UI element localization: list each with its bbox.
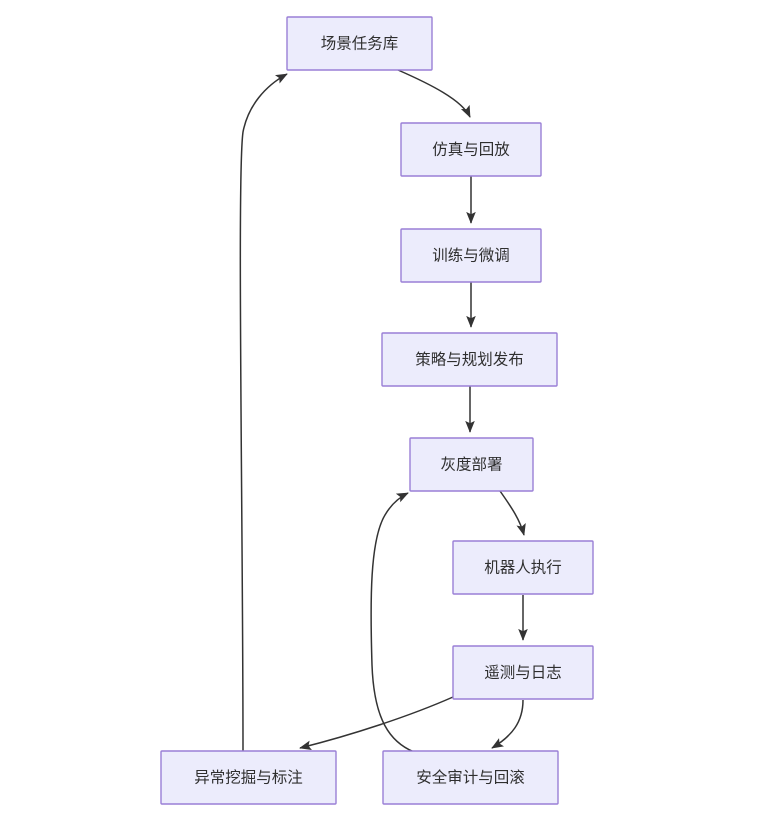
node-train[interactable]: 训练与微调 xyxy=(400,228,542,283)
edge-anomaly-to-scenario xyxy=(239,73,288,752)
node-robot-label: 机器人执行 xyxy=(484,559,562,577)
edge-scenario-to-sim xyxy=(397,69,471,118)
node-scenario[interactable]: 场景任务库 xyxy=(286,16,433,71)
node-sim-label: 仿真与回放 xyxy=(432,141,510,159)
node-sim-box[interactable] xyxy=(400,122,542,177)
node-audit-label: 安全审计与回滚 xyxy=(416,769,525,787)
edge-telemetry-to-audit xyxy=(491,699,524,749)
edge-telemetry-to-anomaly xyxy=(299,696,454,750)
node-telemetry-box[interactable] xyxy=(452,645,594,700)
node-robot-box[interactable] xyxy=(452,540,594,595)
node-layer: 场景任务库 仿真与回放 训练与微调 策略与规划发布 灰度部署 机器人执行 xyxy=(160,16,594,805)
node-canary[interactable]: 灰度部署 xyxy=(409,437,534,492)
node-anomaly-label: 异常挖掘与标注 xyxy=(194,769,303,787)
node-telemetry[interactable]: 遥测与日志 xyxy=(452,645,594,700)
node-scenario-label: 场景任务库 xyxy=(321,35,399,53)
node-robot[interactable]: 机器人执行 xyxy=(452,540,594,595)
node-canary-label: 灰度部署 xyxy=(440,456,502,474)
node-train-label: 训练与微调 xyxy=(432,247,510,265)
node-policy-label: 策略与规划发布 xyxy=(415,351,524,369)
edge-layer xyxy=(239,69,528,753)
node-policy[interactable]: 策略与规划发布 xyxy=(381,332,558,387)
node-telemetry-label: 遥测与日志 xyxy=(484,664,562,682)
edge-audit-to-canary xyxy=(370,492,415,753)
node-sim[interactable]: 仿真与回放 xyxy=(400,122,542,177)
edge-canary-to-robot xyxy=(499,490,526,536)
node-anomaly[interactable]: 异常挖掘与标注 xyxy=(160,750,337,805)
node-anomaly-box[interactable] xyxy=(160,750,337,805)
node-policy-box[interactable] xyxy=(381,332,558,387)
node-train-box[interactable] xyxy=(400,228,542,283)
node-audit[interactable]: 安全审计与回滚 xyxy=(382,750,559,805)
node-canary-box[interactable] xyxy=(409,437,534,492)
node-scenario-box[interactable] xyxy=(286,16,433,71)
node-audit-box[interactable] xyxy=(382,750,559,805)
